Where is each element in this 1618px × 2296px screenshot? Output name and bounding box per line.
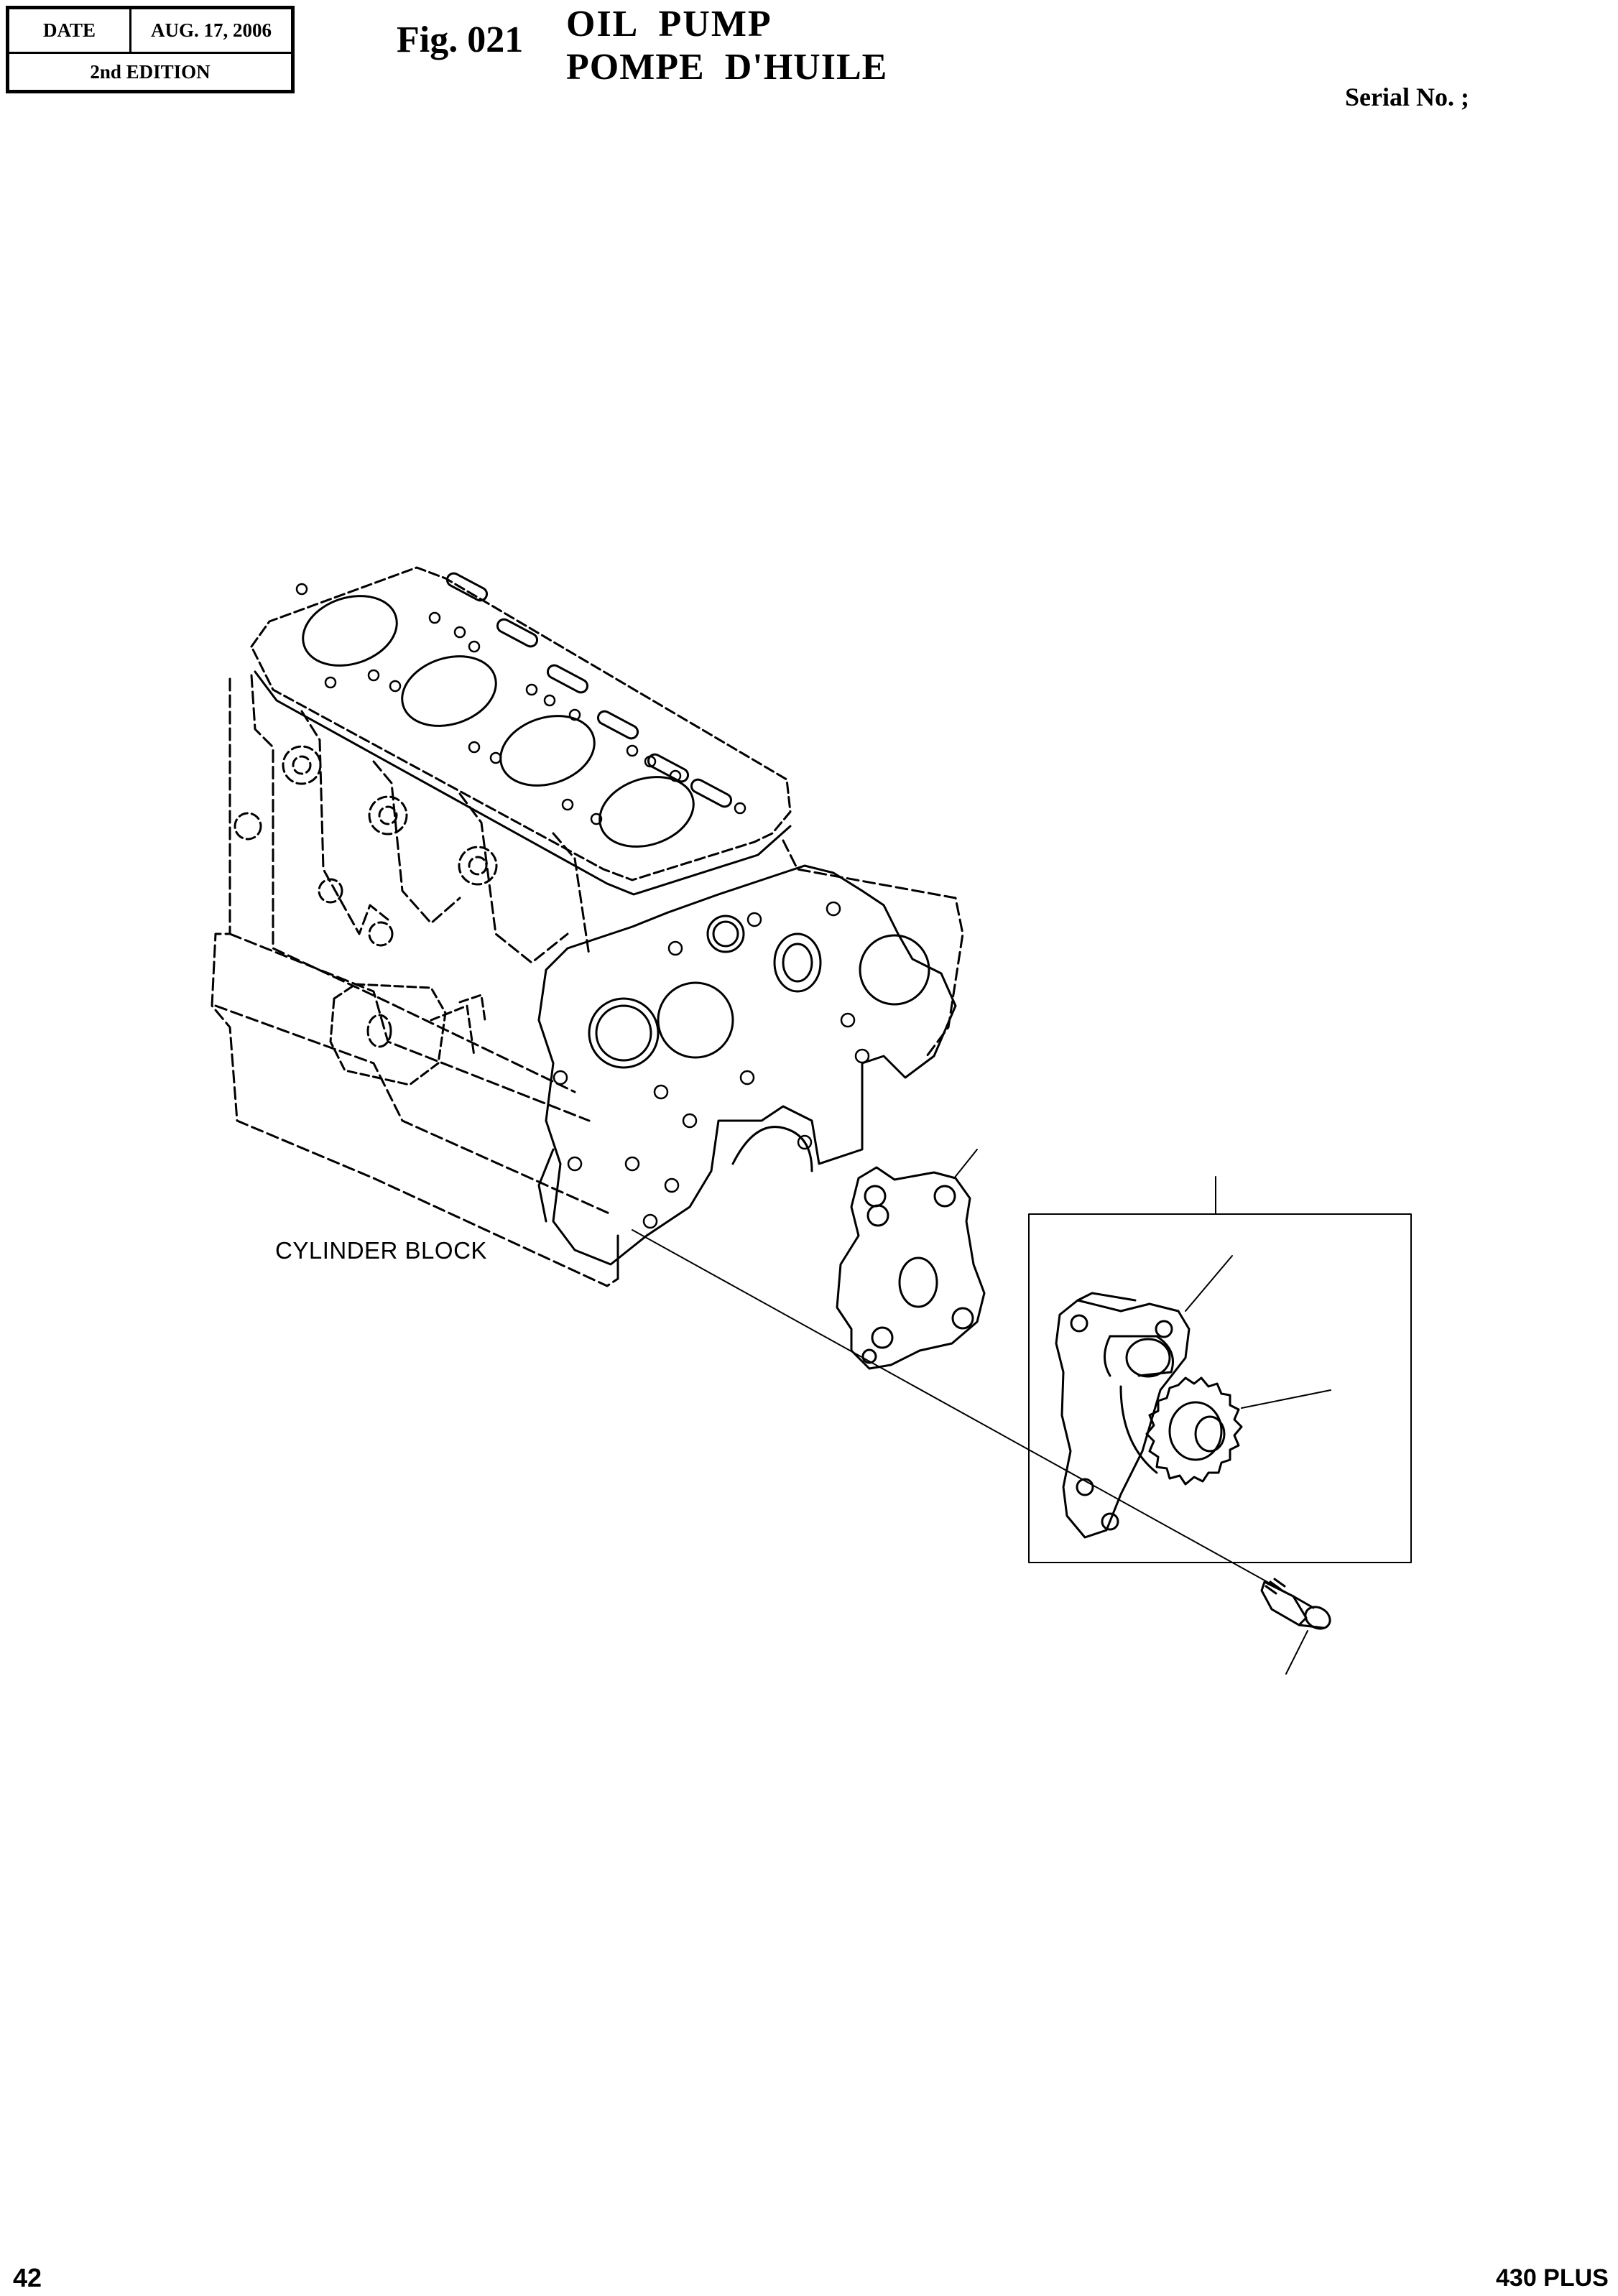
cylinder-block-drawing: [211, 566, 964, 1287]
date-edition-box: DATE AUG. 17, 2006 2nd EDITION: [6, 6, 295, 93]
model-name: 430 PLUS: [1496, 2264, 1609, 2292]
gasket-drawing: [836, 1149, 986, 1370]
oil-pump-assembly-frame: [1028, 1213, 1412, 1563]
title-french: POMPE D'HUILE: [566, 47, 888, 88]
oil-pump-drawing: [1055, 1255, 1331, 1539]
date-value: AUG. 17, 2006: [151, 19, 272, 41]
cylinder-block-label: CYLINDER BLOCK: [275, 1237, 487, 1264]
serial-number-label: Serial No. ;: [1345, 83, 1469, 111]
figure-number: Fig. 021: [397, 19, 524, 60]
title-english: OIL PUMP: [566, 4, 772, 45]
edition-label: 2nd EDITION: [90, 60, 211, 83]
bolt-drawing: [1260, 1578, 1331, 1675]
date-row: DATE AUG. 17, 2006: [9, 9, 291, 54]
page-number: 42: [13, 2263, 42, 2292]
date-label: DATE: [9, 9, 131, 52]
